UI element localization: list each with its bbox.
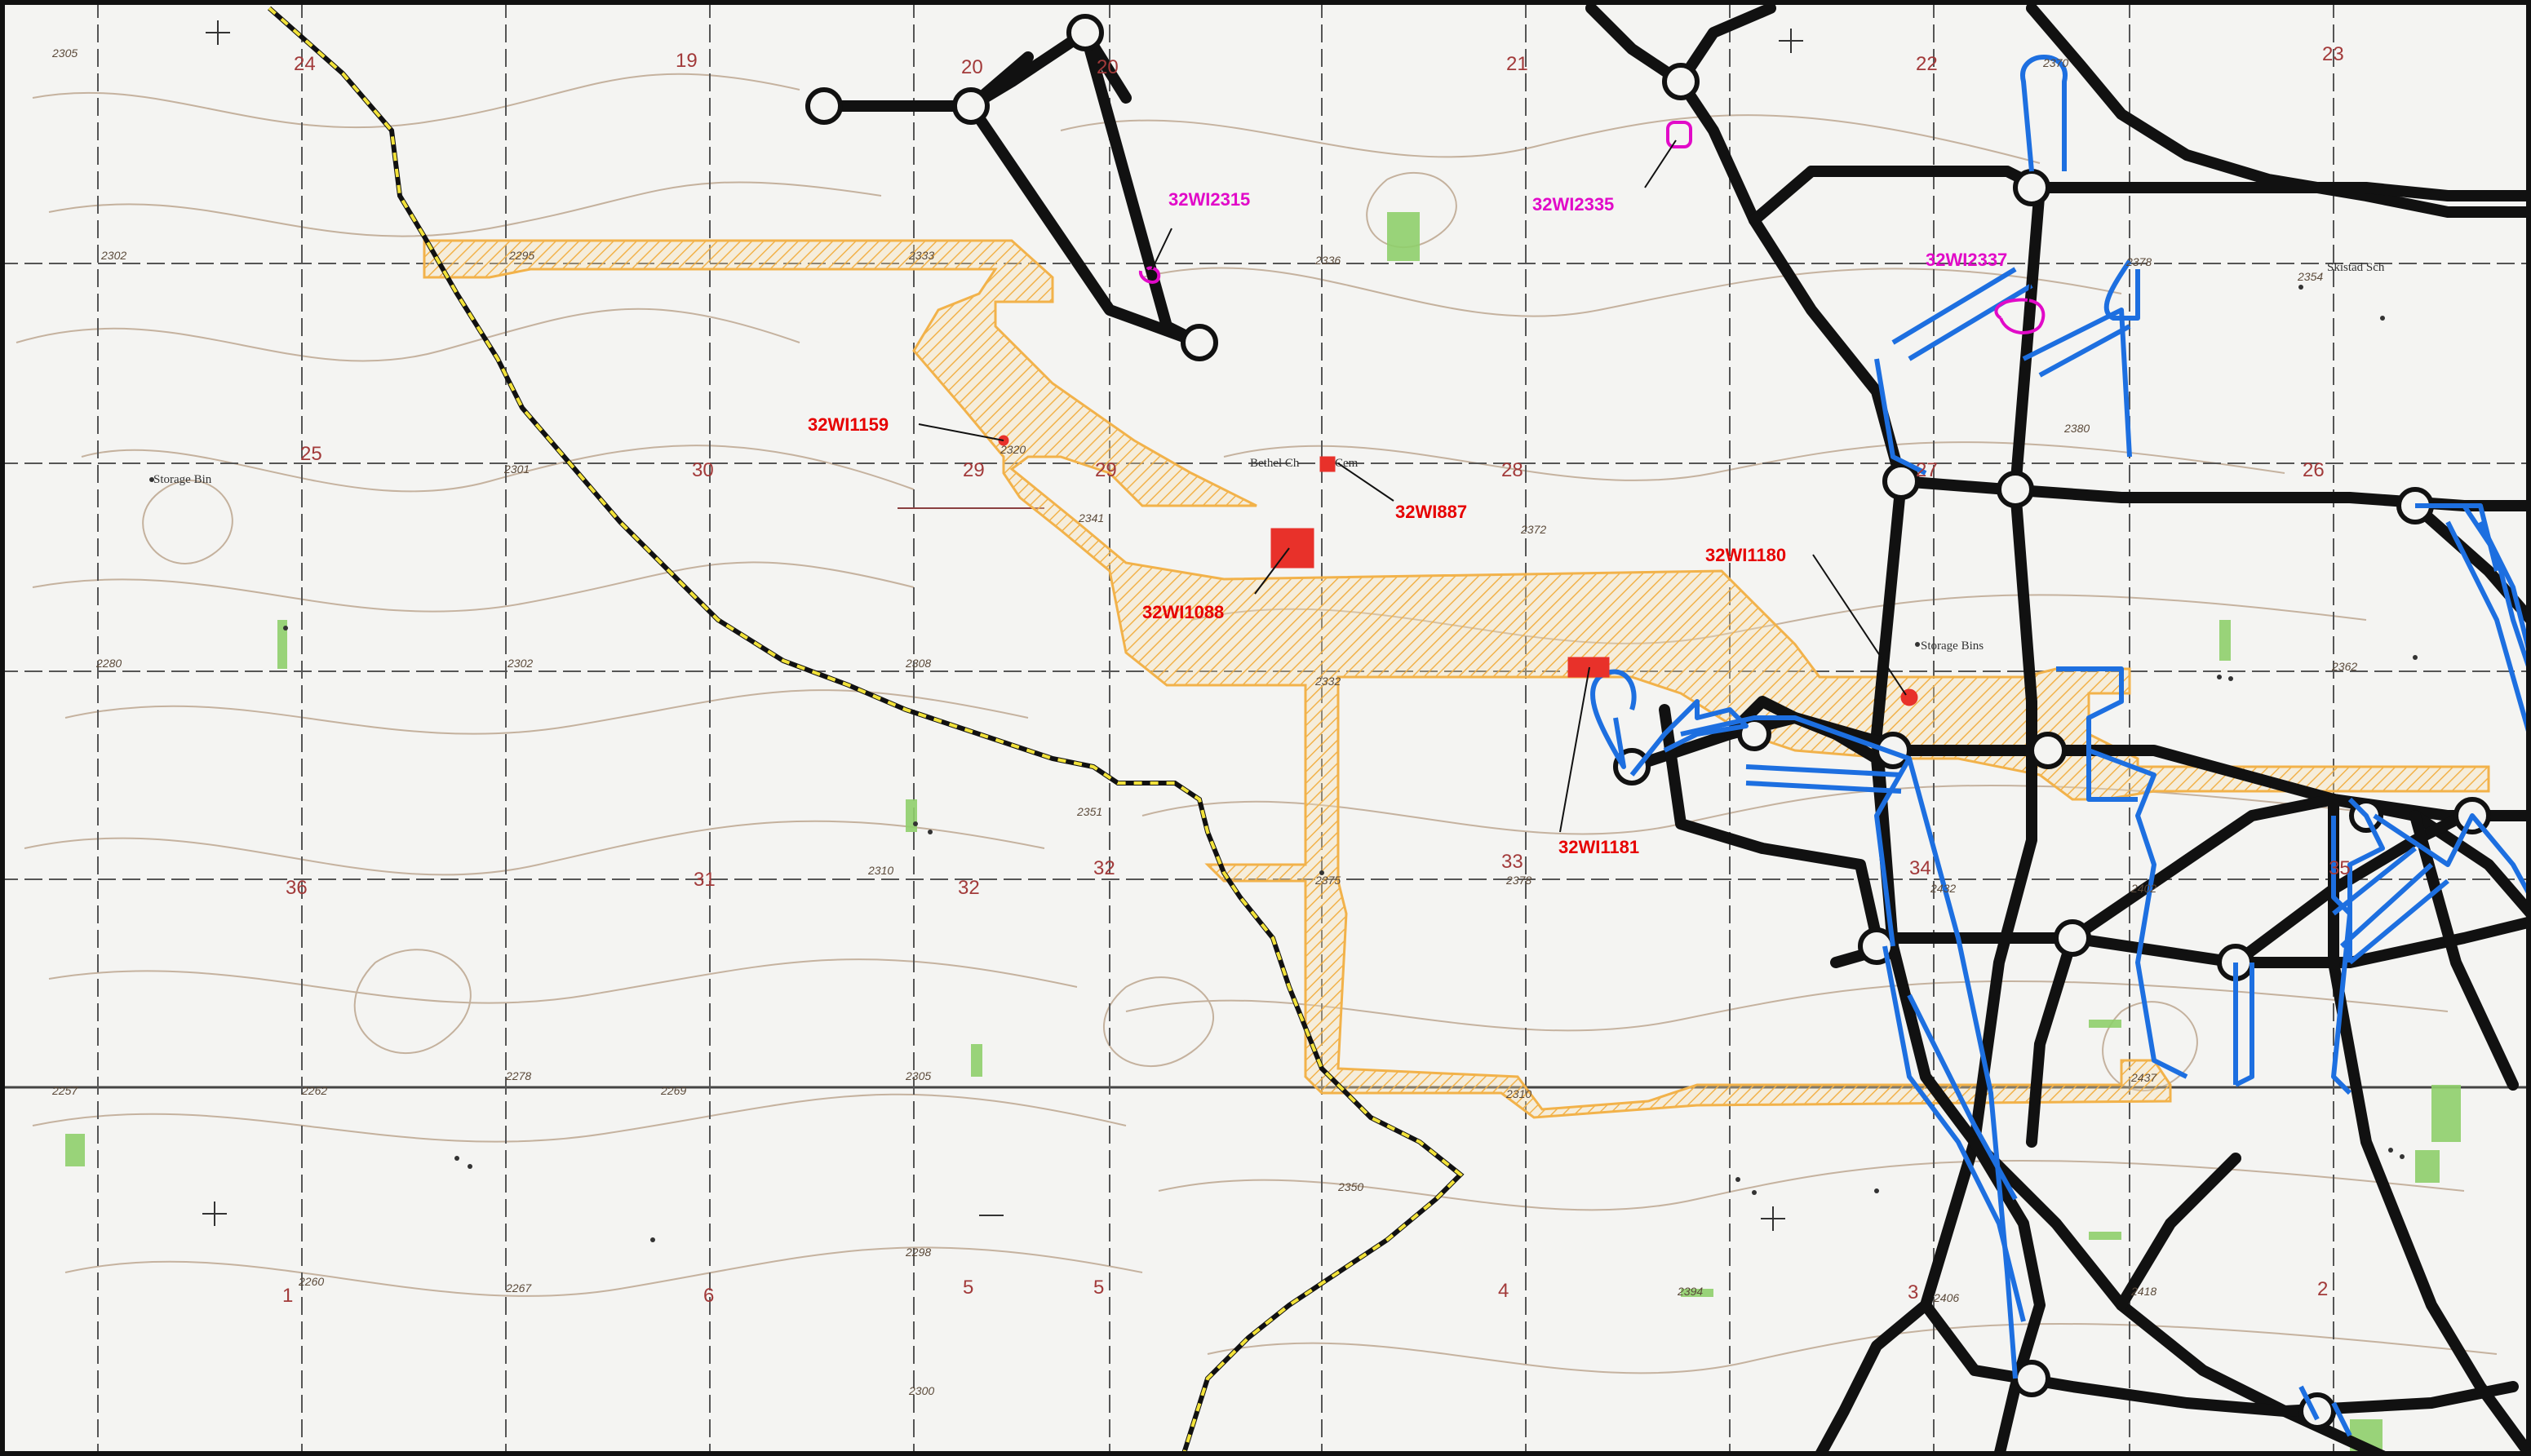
- svg-text:4: 4: [1498, 1280, 1509, 1302]
- svg-text:2302: 2302: [507, 657, 533, 670]
- svg-text:2320: 2320: [1000, 443, 1026, 456]
- svg-text:20: 20: [961, 56, 983, 78]
- section-numbers: 24 19 20 20 21 22 23 25 30 29 29 28 27 2…: [282, 43, 2351, 1307]
- svg-text:2301: 2301: [503, 462, 530, 476]
- svg-text:2406: 2406: [1933, 1291, 1959, 1304]
- svg-text:27: 27: [1916, 459, 1938, 481]
- svg-text:2336: 2336: [1314, 254, 1341, 267]
- elevation-labels: 2305 2302 2295 2333 2336 2370 2378 2354 …: [51, 46, 2357, 1397]
- site-label-32WI1180[interactable]: 32WI1180: [1705, 545, 1786, 565]
- svg-text:2351: 2351: [1076, 805, 1102, 818]
- site-label-32WI1159[interactable]: 32WI1159: [808, 414, 889, 435]
- place-label-storage-bin: Storage Bin: [153, 473, 212, 486]
- svg-text:2295: 2295: [508, 249, 534, 262]
- svg-text:5: 5: [963, 1277, 973, 1299]
- site-label-32WI1181[interactable]: 32WI1181: [1558, 837, 1639, 857]
- place-label-church: Bethel Ch: [1250, 457, 1300, 470]
- svg-text:2378: 2378: [1505, 874, 1531, 887]
- place-label-storage-bins: Storage Bins: [1921, 639, 1984, 653]
- site-label-32WI887[interactable]: 32WI887: [1395, 502, 1467, 522]
- site-labels: 32WI1159 32WI887 32WI1088 32WI1180 32WI1…: [808, 189, 2007, 857]
- svg-text:26: 26: [2303, 459, 2325, 481]
- svg-text:2350: 2350: [1337, 1180, 1363, 1193]
- svg-text:25: 25: [300, 443, 322, 465]
- svg-text:2375: 2375: [1314, 874, 1341, 887]
- site-label-32WI2335[interactable]: 32WI2335: [1532, 194, 1614, 215]
- svg-text:28: 28: [1501, 459, 1523, 481]
- place-label-school: Skistad Sch: [2327, 261, 2385, 274]
- svg-text:2298: 2298: [905, 1246, 931, 1259]
- svg-text:2269: 2269: [660, 1084, 686, 1097]
- svg-text:2: 2: [2317, 1278, 2328, 1300]
- svg-text:22: 22: [1916, 53, 1938, 75]
- blue-route-network: [1590, 55, 2531, 1437]
- svg-text:2354: 2354: [2297, 270, 2323, 283]
- svg-text:1: 1: [282, 1285, 293, 1307]
- place-label-cemetery: Cem: [1335, 457, 1359, 470]
- svg-text:20: 20: [1097, 56, 1119, 78]
- svg-text:2310: 2310: [867, 864, 893, 877]
- svg-text:2418: 2418: [2130, 1285, 2156, 1298]
- svg-text:23: 23: [2322, 43, 2344, 65]
- site-label-32WI2315[interactable]: 32WI2315: [1168, 189, 1250, 210]
- svg-text:2260: 2260: [298, 1275, 324, 1288]
- magenta-site-polygons: [1138, 121, 2046, 335]
- svg-text:31: 31: [694, 869, 716, 891]
- svg-text:33: 33: [1501, 851, 1523, 873]
- survey-area: [423, 239, 2490, 1119]
- svg-text:29: 29: [963, 459, 985, 481]
- svg-text:2333: 2333: [908, 249, 934, 262]
- svg-text:2332: 2332: [1314, 675, 1341, 688]
- svg-text:2341: 2341: [1078, 511, 1104, 524]
- svg-text:19: 19: [676, 50, 698, 72]
- svg-text:2302: 2302: [100, 249, 126, 262]
- svg-text:24: 24: [294, 53, 316, 75]
- svg-text:35: 35: [2329, 857, 2351, 879]
- svg-text:2310: 2310: [1505, 1087, 1531, 1100]
- svg-text:32: 32: [958, 877, 980, 899]
- svg-text:2437: 2437: [2130, 1071, 2157, 1084]
- leader-lines: [918, 139, 2032, 833]
- svg-text:2380: 2380: [2063, 422, 2090, 435]
- svg-text:2267: 2267: [505, 1281, 532, 1294]
- svg-text:3: 3: [1908, 1281, 1918, 1303]
- svg-text:2432: 2432: [1930, 882, 1956, 895]
- svg-text:2280: 2280: [95, 657, 122, 670]
- svg-text:2402: 2402: [2130, 882, 2156, 895]
- point-features: [283, 285, 2418, 1242]
- svg-text:6: 6: [703, 1285, 714, 1307]
- survey-markers: [202, 20, 1803, 1231]
- svg-text:34: 34: [1909, 857, 1931, 879]
- svg-text:29: 29: [1095, 459, 1117, 481]
- svg-text:2308: 2308: [905, 657, 931, 670]
- svg-text:2372: 2372: [1520, 523, 1546, 536]
- svg-text:2394: 2394: [1677, 1285, 1703, 1298]
- svg-text:2378: 2378: [2125, 255, 2152, 268]
- svg-text:2262: 2262: [301, 1084, 327, 1097]
- site-label-32WI1088[interactable]: 32WI1088: [1142, 602, 1224, 622]
- svg-text:21: 21: [1506, 53, 1528, 75]
- svg-text:2278: 2278: [505, 1069, 531, 1082]
- svg-text:2300: 2300: [908, 1384, 934, 1397]
- site-label-32WI2337[interactable]: 32WI2337: [1926, 250, 2007, 270]
- place-labels: Storage Bin Bethel Ch Cem Storage Bins S…: [149, 261, 2385, 653]
- vegetation-patches: [65, 212, 2461, 1452]
- svg-text:2257: 2257: [51, 1084, 78, 1097]
- svg-text:2305: 2305: [905, 1069, 931, 1082]
- svg-text:2370: 2370: [2042, 56, 2068, 69]
- svg-text:5: 5: [1093, 1277, 1104, 1299]
- svg-text:36: 36: [286, 877, 308, 899]
- svg-text:2362: 2362: [2331, 660, 2357, 673]
- svg-text:2305: 2305: [51, 46, 78, 60]
- svg-text:32: 32: [1093, 857, 1115, 879]
- svg-text:30: 30: [692, 459, 714, 481]
